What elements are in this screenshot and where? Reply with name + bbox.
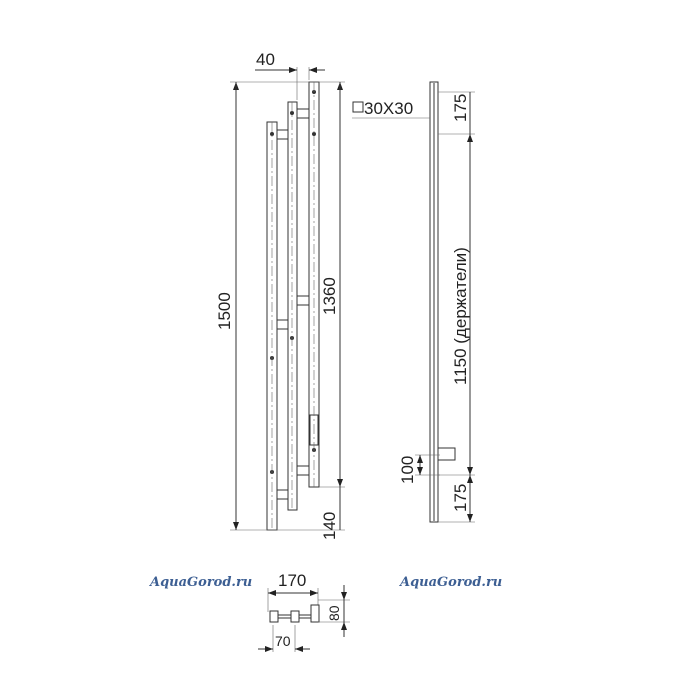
profile-label: 30X30 bbox=[364, 99, 413, 118]
dim-holders-label: 1150 (держатели) bbox=[451, 247, 470, 385]
dim-bar-height-label: 1360 bbox=[320, 277, 339, 315]
dim-side-bottom-label: 175 bbox=[451, 484, 470, 512]
dim-width-label: 170 bbox=[278, 571, 306, 590]
square-profile-icon bbox=[352, 101, 364, 113]
connector bbox=[296, 108, 310, 119]
dim-offset-label: 40 bbox=[256, 50, 275, 69]
dim-bottom-label: 140 bbox=[320, 512, 339, 540]
dim-spacing-label: 70 bbox=[275, 633, 291, 649]
dim-connector-label: 100 bbox=[398, 456, 417, 484]
connector bbox=[276, 489, 289, 500]
dim-depth-label: 80 bbox=[326, 605, 342, 621]
front-view: 40 1500 1360 140 bbox=[215, 50, 345, 540]
watermark: AquaGorod.ru bbox=[398, 575, 502, 590]
connector bbox=[296, 295, 310, 306]
connector bbox=[276, 319, 289, 330]
dim-total-height-label: 1500 bbox=[215, 292, 234, 330]
connector bbox=[296, 465, 310, 476]
dim-top-label: 175 bbox=[451, 94, 470, 122]
side-view: 30X30 175 1150 (держатели) 100 175 bbox=[352, 81, 475, 523]
connector bbox=[276, 129, 289, 140]
rail-middle bbox=[287, 101, 298, 511]
watermark: AquaGorod.ru bbox=[148, 575, 252, 590]
bottom-view: 170 80 70 bbox=[258, 571, 350, 652]
side-connector bbox=[437, 447, 456, 461]
